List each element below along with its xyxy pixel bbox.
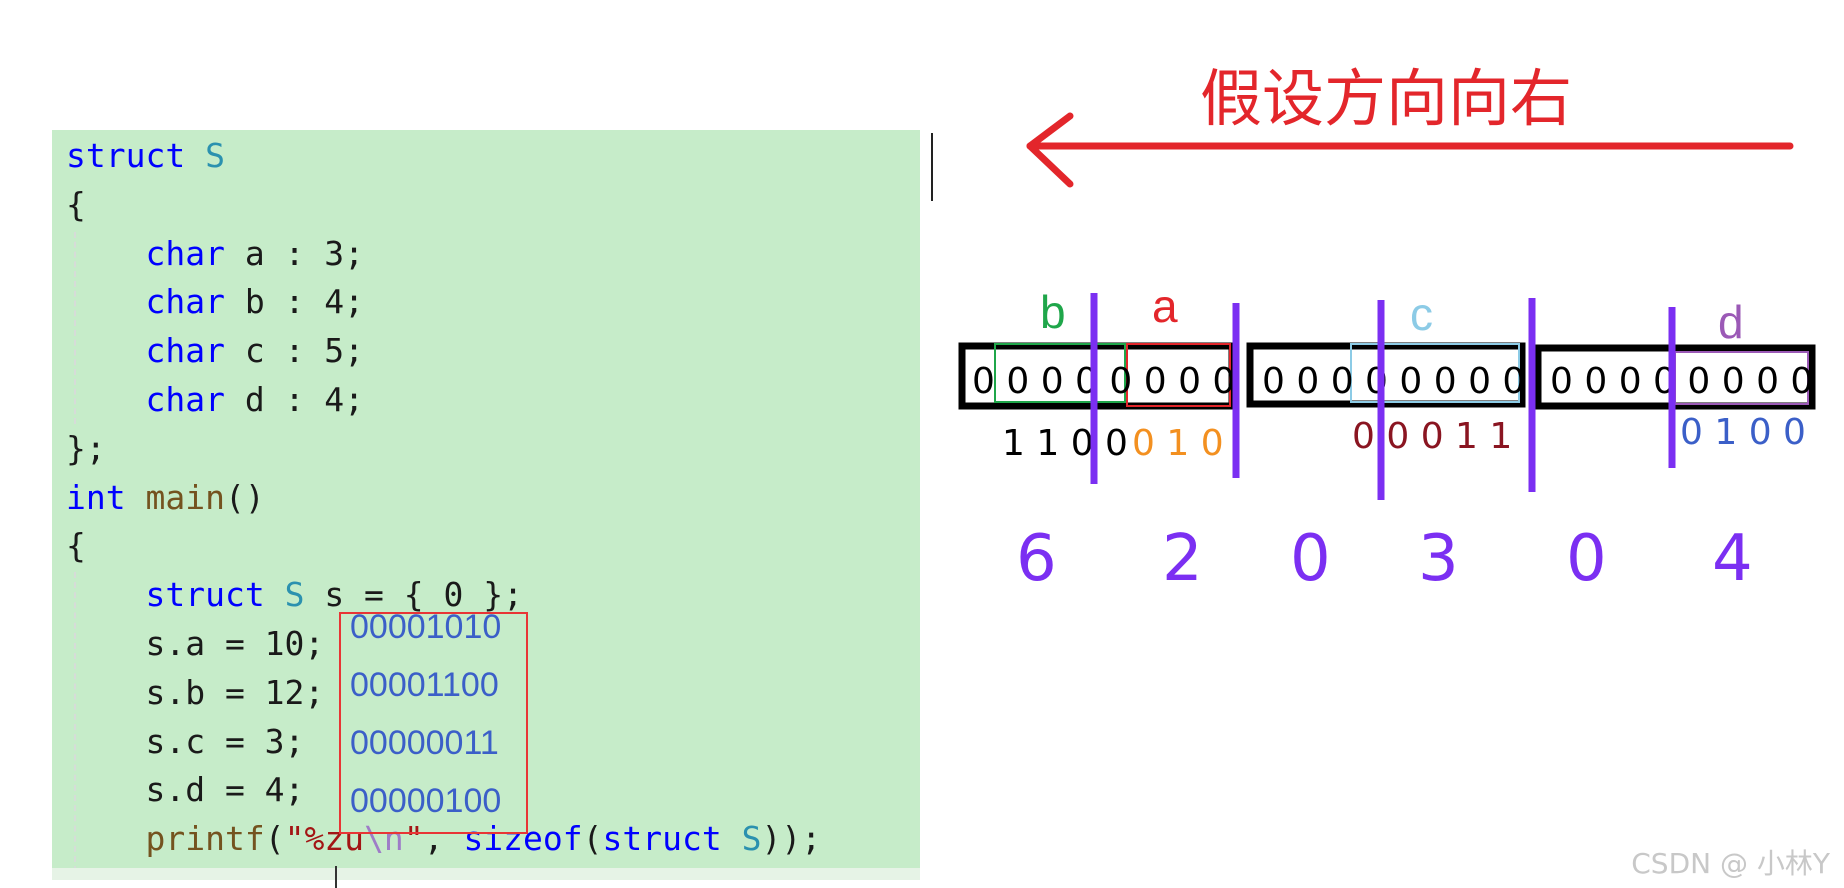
watermark: CSDN @ 小林Y	[1631, 847, 1830, 880]
code-line: s.c = 3;	[66, 721, 305, 761]
byte-bits-1: 0 0 0 0 0 0 0 0	[972, 361, 1235, 402]
field-label-b: b	[1040, 286, 1066, 338]
hex-digit-3: 0	[1290, 522, 1331, 596]
field-label-d: d	[1718, 296, 1744, 348]
stored-bits-b: 1 1 0 0	[1002, 423, 1128, 464]
code-line: char c : 5;	[145, 331, 365, 371]
editor-bottom-strip	[52, 868, 920, 880]
code-line: char a : 3;	[145, 233, 365, 273]
byte-bits-3: 0 0 0 0 0 0 0 0	[1550, 361, 1813, 402]
field-box-a	[1126, 343, 1231, 407]
byte-box-2	[1246, 342, 1526, 408]
field-box-b	[994, 343, 1126, 403]
binary-value-a: 00001010	[350, 608, 502, 646]
editor-caret	[931, 133, 933, 201]
stored-bits-c: 0 0 0 1 1	[1352, 416, 1512, 457]
binary-value-d: 00000100	[350, 782, 502, 820]
binary-value-c: 00000011	[350, 724, 499, 762]
direction-arrow-head	[1026, 112, 1074, 188]
binary-values-box	[339, 612, 528, 834]
code-line: s.a = 10;	[66, 624, 325, 663]
code-line: s.d = 4;	[66, 770, 305, 810]
code-line: struct S s = { 0 };	[145, 575, 523, 615]
code-line: {	[66, 184, 86, 224]
code-line: char d : 4;	[145, 380, 365, 419]
indent-guide-struct	[74, 232, 76, 424]
hex-digit-1: 6	[1016, 522, 1057, 596]
hex-digit-2: 2	[1162, 522, 1203, 596]
field-label-a: a	[1152, 280, 1178, 332]
code-line: int main()	[66, 477, 265, 517]
code-line: s.b = 12;	[66, 672, 325, 712]
code-line: };	[66, 428, 106, 468]
code-line: struct S	[66, 136, 225, 175]
hex-digit-6: 4	[1712, 522, 1753, 596]
hex-digit-4: 3	[1418, 522, 1459, 596]
stored-bits-d: 0 1 0 0	[1680, 412, 1806, 453]
text-cursor	[335, 866, 337, 888]
indent-guide-main	[74, 572, 76, 872]
stored-bits-a: 0 1 0	[1132, 423, 1224, 464]
code-line: char b : 4;	[145, 282, 365, 322]
code-editor-panel	[52, 130, 920, 880]
binary-value-b: 00001100	[350, 666, 499, 704]
byte-bits-2: 0 0 0 0 0 0 0 0	[1262, 361, 1525, 402]
hex-digit-5: 0	[1566, 522, 1607, 596]
code-line: printf("%zu\n", sizeof(struct S));	[145, 819, 822, 859]
field-box-c	[1350, 343, 1520, 403]
field-label-c: c	[1410, 288, 1433, 340]
arrow-label: 假设方向向右	[1200, 62, 1572, 135]
code-line: {	[66, 526, 86, 566]
